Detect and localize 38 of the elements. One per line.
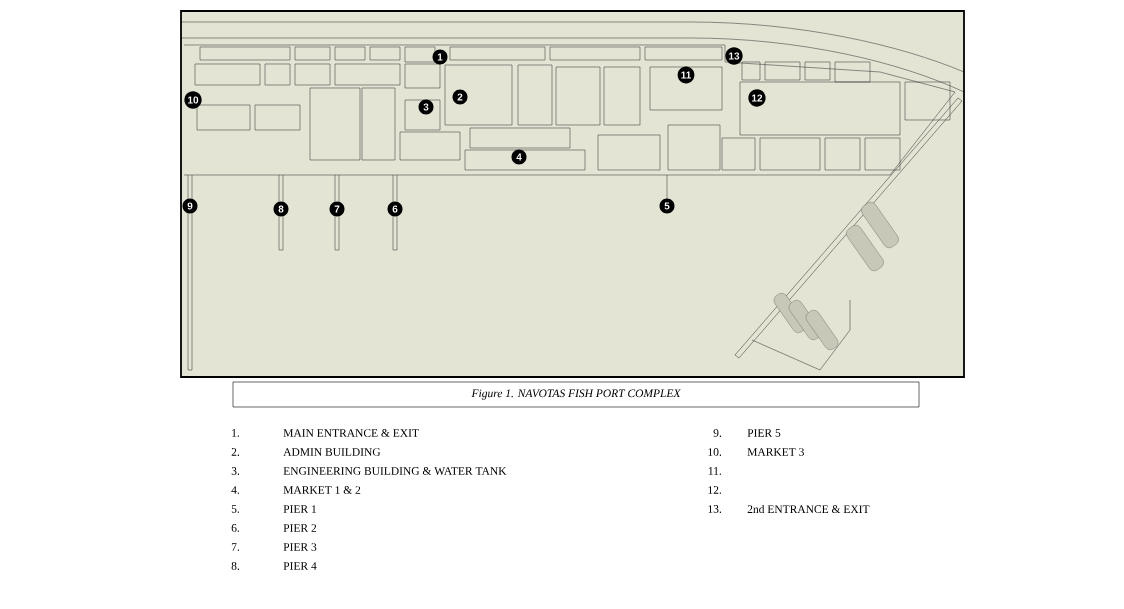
list-number: 7.: [231, 543, 240, 551]
caption-box: Figure 1. NAVOTAS FISH PORT COMPLEX: [232, 381, 920, 408]
callout-number: 4: [511, 149, 527, 165]
list-item: MARKET 3: [747, 448, 804, 456]
callout-number: 5: [659, 198, 675, 214]
list-item: ADMIN BUILDING: [283, 448, 381, 456]
list-number: 13.: [708, 505, 722, 513]
callout-number: 10: [184, 91, 202, 109]
list-item: PIER 5: [747, 429, 781, 437]
list-number: 1.: [232, 429, 240, 437]
list-item: PIER 3: [283, 543, 317, 551]
callout-number: 12: [748, 89, 766, 107]
list-item: MAIN ENTRANCE & EXIT: [283, 429, 419, 437]
callout-number: 9: [182, 198, 198, 214]
list-item: PIER 2: [283, 524, 317, 532]
list-number: 5.: [231, 505, 240, 513]
list-item: MARKET 1 & 2: [283, 486, 361, 494]
list-number: 8.: [231, 562, 240, 570]
list-number: 10.: [708, 448, 722, 456]
callout-number: 2: [452, 89, 468, 105]
list-item: PIER 1: [283, 505, 317, 513]
callout-number: 8: [273, 201, 289, 217]
list-number: 12.: [708, 486, 722, 494]
list-number: 3.: [231, 467, 240, 475]
list-item: 2nd ENTRANCE & EXIT: [747, 504, 870, 514]
callout-number: 13: [725, 47, 743, 65]
list-number: 2.: [231, 448, 240, 456]
list-item: PIER 4: [283, 562, 317, 570]
callout-number: 3: [418, 99, 434, 115]
list-number: 9.: [713, 429, 722, 437]
callout-number: 7: [329, 201, 345, 217]
callout-number: 11: [677, 66, 695, 84]
list-number: 4.: [231, 486, 240, 494]
callout-number: 6: [387, 201, 403, 217]
list-number: 11.: [708, 467, 722, 475]
list-number: 6.: [231, 524, 240, 532]
list-item: ENGINEERING BUILDING & WATER TANK: [283, 467, 507, 475]
callout-number: 1: [432, 49, 448, 65]
